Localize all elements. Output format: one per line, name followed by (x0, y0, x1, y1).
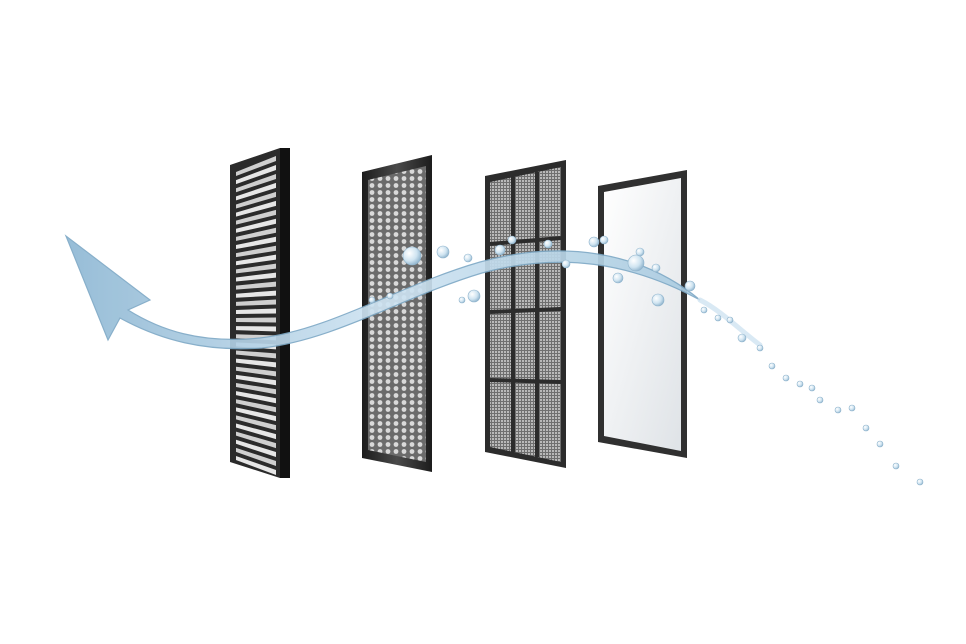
water-droplet (714, 314, 722, 322)
grille-louver (236, 407, 276, 422)
water-droplet (876, 440, 884, 448)
water-droplet (543, 239, 553, 249)
grille-louver (236, 415, 276, 431)
water-droplet (834, 406, 842, 414)
water-droplet (651, 263, 661, 273)
grille-louver (236, 326, 276, 332)
grille-louver (236, 456, 276, 475)
grille-louvers (236, 156, 276, 475)
water-droplet (651, 293, 665, 307)
grille-louver (236, 350, 276, 359)
water-droplet (458, 296, 466, 304)
water-droplet (612, 272, 624, 284)
grille-louver (236, 374, 276, 386)
water-droplet (627, 254, 645, 272)
grille-louver (236, 308, 276, 314)
grille-louver (236, 358, 276, 368)
grille-louver (236, 399, 276, 413)
mesh-filter-panel (485, 160, 566, 468)
grille-louver (236, 164, 276, 185)
water-droplet (737, 333, 747, 343)
grille-louver (236, 191, 276, 209)
grille-louver (236, 173, 276, 193)
water-droplet (635, 247, 645, 257)
water-droplet (463, 253, 473, 263)
water-droplet (816, 396, 824, 404)
water-droplet (402, 246, 422, 266)
grille-louver (236, 182, 276, 201)
water-droplet (467, 289, 481, 303)
water-droplet (599, 235, 609, 245)
water-droplets (368, 235, 924, 486)
grille-louver (236, 366, 276, 377)
grille-louver (236, 254, 276, 266)
grille-louver (236, 290, 276, 298)
honeycomb-filter-panel (362, 155, 432, 472)
water-droplet (892, 462, 900, 470)
water-droplet (916, 478, 924, 486)
grille-louver (236, 317, 276, 323)
grille-louver (236, 209, 276, 225)
grille-louver (236, 218, 276, 233)
grille-louver (236, 227, 276, 241)
water-droplet (862, 424, 870, 432)
water-droplet (782, 374, 790, 382)
grille-louver (236, 382, 276, 395)
water-droplet (588, 236, 600, 248)
grille-panel (230, 148, 290, 478)
water-droplet (796, 380, 804, 388)
water-droplet (494, 244, 506, 256)
water-droplet (386, 292, 394, 300)
grille-louver (236, 272, 276, 282)
grille-louver (236, 281, 276, 290)
water-droplet (726, 316, 734, 324)
grille-louver (236, 245, 276, 258)
grille-louver (236, 447, 276, 467)
water-droplet (756, 344, 764, 352)
water-droplet (684, 280, 696, 292)
water-droplet (368, 296, 376, 304)
grille-louver (236, 236, 276, 250)
water-droplet (507, 235, 517, 245)
water-droplet (848, 404, 856, 412)
water-droplet (768, 362, 776, 370)
water-droplet (808, 384, 816, 392)
water-droplet (561, 259, 571, 269)
mesh-filter-grid (489, 172, 562, 457)
grille-louver (236, 431, 276, 449)
water-droplet (700, 306, 708, 314)
water-droplet (436, 245, 450, 259)
grille-louver (236, 156, 276, 176)
grille-louver (236, 439, 276, 458)
hepa-filter-panel (598, 170, 687, 458)
grille-louver (236, 200, 276, 217)
grille-louver (236, 391, 276, 404)
grille-louver (236, 423, 276, 440)
grille-louver (236, 299, 276, 306)
grille-louver (236, 263, 276, 274)
